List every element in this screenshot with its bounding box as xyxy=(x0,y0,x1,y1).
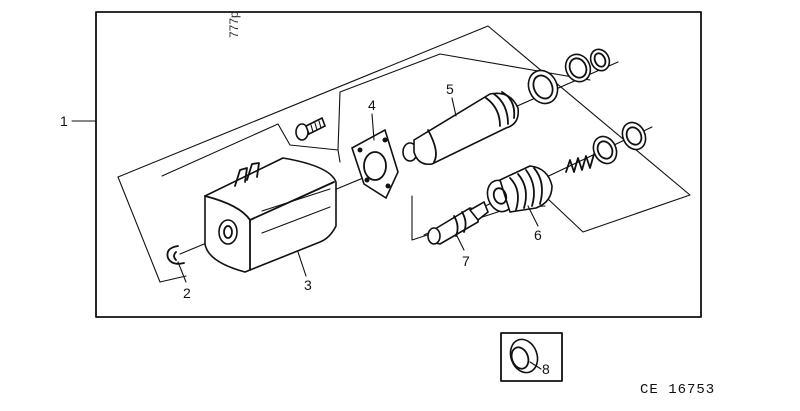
assembly-frame xyxy=(95,11,702,318)
leader-2 xyxy=(177,261,187,283)
seal-inset: 8 xyxy=(500,332,563,382)
leader-6 xyxy=(527,205,539,227)
side-code: 777p xyxy=(227,11,241,38)
callout-2: 2 xyxy=(183,285,191,301)
o-ring-set-upper xyxy=(527,48,611,105)
callout-4: 4 xyxy=(368,97,376,113)
callout-5: 5 xyxy=(446,81,454,97)
retaining-clip xyxy=(166,245,185,265)
plunger xyxy=(427,200,489,245)
callout-1: 1 xyxy=(60,113,68,129)
mounting-flange xyxy=(351,128,399,200)
leader-5 xyxy=(451,97,457,117)
spool-assembly xyxy=(486,165,553,213)
group-outline-clip xyxy=(161,123,341,177)
leader-3 xyxy=(297,251,307,277)
group-outline-right xyxy=(337,53,591,151)
callout-6: 6 xyxy=(534,227,542,243)
valve-housing xyxy=(402,91,520,166)
group-outline-solenoid xyxy=(117,176,187,283)
cap-screw xyxy=(295,116,327,141)
spool-spring xyxy=(565,153,595,173)
leader-7 xyxy=(455,233,465,251)
o-ring-set-lower xyxy=(592,121,647,165)
callout-7: 7 xyxy=(462,253,470,269)
catalog-code: CE 16753 xyxy=(640,382,715,398)
callout-3: 3 xyxy=(304,277,312,293)
solenoid-coil xyxy=(204,157,337,273)
leader-4 xyxy=(371,113,375,141)
callout-8: 8 xyxy=(542,361,550,377)
